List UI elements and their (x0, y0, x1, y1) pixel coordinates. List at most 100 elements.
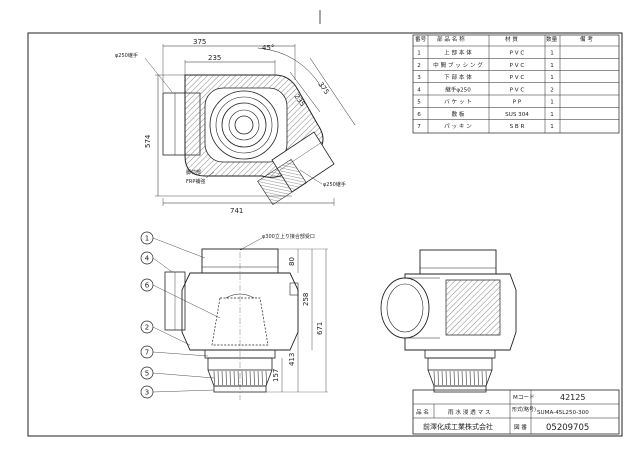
table-cell: 1 (550, 100, 554, 106)
sheet-border (27, 32, 623, 437)
balloon-number: 4 (145, 255, 150, 263)
grille-slat (473, 370, 475, 386)
balloon-number: 6 (145, 282, 150, 290)
grille-slat (433, 370, 435, 386)
dim-671: 671 (316, 322, 324, 335)
table-cell: 中 間 ブ ッ シ ン グ (433, 61, 483, 69)
balloon-number: 2 (145, 324, 149, 332)
front-view: φ300立上り接合部受口 80 258 671 413 157 1 4 6 2 7 5 3 (140, 231, 328, 400)
balloon (140, 278, 154, 292)
parts-table: 番号 部 品 名 称 材 質 数量 備 考 1 上 部 本 体 P V C 1 2 中 間… (412, 34, 620, 134)
grille-slat (485, 370, 487, 386)
balloon-number: 7 (145, 349, 149, 357)
dim-258: 258 (302, 293, 310, 306)
grille-slat (217, 370, 219, 386)
balloon (140, 320, 154, 334)
table-cell: 1 (417, 51, 421, 57)
balloon (140, 231, 154, 245)
balloon (140, 345, 154, 359)
grille-slat (453, 370, 455, 386)
table-cell: パ ッ キ ン (444, 123, 472, 130)
table-cell: 1 (550, 124, 554, 130)
grille-slat (441, 370, 443, 386)
dim-235: 235 (208, 54, 221, 62)
value-product-name: 雨 水 浸 透 マ ス (448, 408, 491, 416)
grille-slat (229, 370, 231, 386)
label-drawing-no: 図 番 (514, 424, 527, 431)
dim-80: 80 (288, 257, 296, 266)
label-riser-socket: φ300立上り接合部受口 (262, 233, 315, 240)
grille-slat (249, 370, 251, 386)
value-drawing-no: 05209705 (546, 423, 589, 433)
dim-157: 157 (272, 369, 280, 382)
grille-slat (457, 370, 459, 386)
dim-angle: 45° (262, 44, 274, 52)
top-view: 375 235 45° 235 375 574 741 φ250継手 φ250継… (115, 38, 356, 215)
outer-ring (209, 90, 279, 160)
table-cell: P P (513, 100, 522, 106)
side-top-riser (419, 249, 497, 275)
table-cell: 1 (550, 63, 554, 69)
balloon (140, 385, 154, 399)
table-cell: 5 (417, 100, 421, 106)
balloon (140, 366, 154, 380)
grille-slat (253, 370, 255, 386)
table-cell: P V C (510, 51, 525, 57)
table-header-qty: 数量 (546, 35, 558, 43)
table-cell: S B R (510, 124, 525, 130)
table-header-material: 材 質 (505, 35, 518, 43)
table-cell: バ ケ ッ ト (444, 99, 472, 106)
dim-375b: 375 (316, 81, 330, 97)
table-header-remarks: 備 考 (580, 35, 593, 43)
table-cell: 6 (417, 112, 421, 118)
table-cell: P V C (510, 87, 525, 93)
grille-slat (461, 370, 463, 386)
table-cell: 2 (550, 87, 554, 93)
balloon-number: 3 (145, 389, 149, 397)
side-view (380, 249, 517, 393)
table-cell: 1 (550, 75, 554, 81)
table-cell: 1 (550, 112, 554, 118)
label-inlet-left: φ250継手 (115, 52, 138, 59)
value-model: SUMA-45L250-300 (537, 410, 589, 416)
table-cell: 上 部 本 体 (444, 49, 472, 57)
label-product-name: 品 名 (416, 408, 429, 416)
grille-slat (225, 370, 227, 386)
dim-413: 413 (288, 353, 296, 366)
table-cell: P V C (510, 63, 525, 69)
side-inlet-pipe (380, 277, 430, 339)
dim-741: 741 (230, 207, 243, 215)
label-mcode: Mコード (513, 394, 535, 401)
grille-slat (445, 370, 447, 386)
grille-slat (233, 370, 235, 386)
balloon-number: 5 (145, 370, 149, 378)
table-cell: SUS 304 (505, 112, 529, 118)
company-name: 前澤化成工業株式会社 (423, 422, 493, 431)
title-block: Mコード 42125 品 名 雨 水 浸 透 マ ス 形式(略号) SUMA-4… (412, 389, 620, 435)
table-header-no: 番号 (415, 36, 427, 43)
grille-slat (437, 370, 439, 386)
dim-375: 375 (193, 38, 206, 46)
value-mcode: 42125 (560, 393, 585, 402)
grille-slat (265, 370, 267, 386)
table-cell: 3 (417, 75, 421, 81)
grille-slat (481, 370, 483, 386)
grille-slat (465, 370, 467, 386)
grille-slat (449, 370, 451, 386)
grille-slat (469, 370, 471, 386)
grille-slat (213, 370, 215, 386)
table-cell: 4 (417, 87, 421, 93)
balloon (140, 251, 154, 265)
grille-slat (241, 370, 243, 386)
grille-slat (477, 370, 479, 386)
table-cell: 1 (550, 51, 554, 57)
grille-slat (237, 370, 239, 386)
label-outlet-right: φ250継手 (323, 181, 346, 188)
grille-slat (221, 370, 223, 386)
balloon-number: 1 (145, 235, 149, 243)
grille-slat (257, 370, 259, 386)
grille-slat (245, 370, 247, 386)
table-cell: 7 (417, 124, 421, 130)
table-header-name: 部 品 名 称 (437, 35, 465, 43)
